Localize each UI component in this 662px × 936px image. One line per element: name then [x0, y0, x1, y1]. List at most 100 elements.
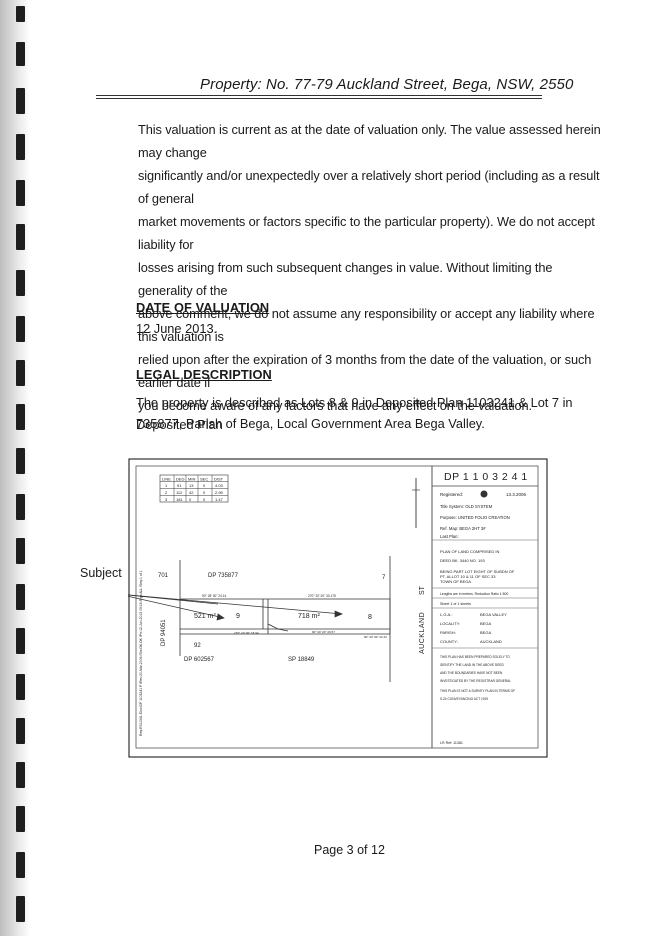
- bearing-cell: 0: [203, 497, 206, 502]
- bearing-cell: 3: [165, 497, 168, 502]
- bearing-header: MIN: [188, 477, 195, 482]
- sheet-count: Sheet 1 of 1 sheets: [440, 602, 471, 606]
- dp-94051-label: DP 94051: [161, 619, 167, 646]
- bearing-label: 270° 20' 20" 30.175: [308, 594, 336, 598]
- punch-hole: [16, 718, 25, 744]
- plan-margin-text: Req:R311341 /Doc:DP 1103241 P /Rev:20-Ma…: [139, 570, 143, 736]
- punch-hole: [16, 852, 25, 878]
- valuation-disclaimer: This valuation is current as at the date…: [138, 118, 606, 417]
- bearing-header: DEG: [176, 477, 185, 482]
- disclaimer-line: market movements or factors specific to …: [138, 214, 595, 252]
- punch-hole: [16, 316, 25, 342]
- bearing-cell: 2: [165, 490, 168, 495]
- bearing-cell: 13: [189, 483, 194, 488]
- date-of-valuation-heading: DATE OF VALUATION: [136, 300, 270, 315]
- punch-hole: [16, 180, 25, 206]
- punch-hole: [16, 270, 25, 296]
- header-rule: [96, 95, 542, 96]
- punch-hole: [16, 134, 25, 160]
- lga-label: L.G.A.:: [440, 612, 452, 617]
- plan-note-line: THIS PLAN IS NOT A SURVEY PLAN IN TERMS …: [440, 689, 515, 693]
- plan-note-line: S.24 CONVEYANCING ACT 1919: [440, 697, 488, 701]
- disclaimer-line: This valuation is current as at the date…: [138, 122, 601, 160]
- county-value: AUCKLAND: [480, 639, 502, 644]
- lot-701: 701: [158, 573, 169, 579]
- disclaimer-line: losses arising from such subsequent chan…: [138, 260, 553, 298]
- title-system: Title System: OLD SYSTEM: [440, 504, 493, 509]
- bearing-cell: 0: [203, 483, 206, 488]
- town: TOWN OF BEGA: [440, 579, 471, 584]
- bearing-cell: 181: [176, 497, 183, 502]
- disclaimer-line: you become aware of any factors that hav…: [138, 398, 532, 413]
- punch-hole: [16, 224, 25, 250]
- sp-18849-label: SP 18849: [288, 657, 315, 663]
- auckland-street-label: AUCKLAND: [419, 612, 426, 654]
- lot-9-area: 521 m²: [194, 613, 216, 620]
- ref-map: Ref. Map: BEGA 2HT 3#: [440, 526, 486, 531]
- header-rule: [96, 98, 542, 99]
- punch-hole: [16, 448, 25, 474]
- dp-number: DP 1 1 0 3 2 4 1: [444, 471, 528, 483]
- street-label: ST: [419, 585, 426, 595]
- binding-edge: [0, 0, 30, 936]
- parish-label: PARISH:: [440, 630, 456, 635]
- legal-description-heading: LEGAL DESCRIPTION: [136, 367, 272, 382]
- bearing-header: SEC: [200, 477, 208, 482]
- lot-7: 7: [382, 575, 386, 581]
- bearing-cell: 91: [177, 483, 182, 488]
- lot-8-area: 718 m²: [298, 613, 320, 620]
- lengths-note: Lengths are in metres. Reduction Ratio 1…: [440, 592, 508, 596]
- locality-value: BEGA: [480, 621, 491, 626]
- registered-date: 13.3.2006: [506, 492, 527, 497]
- lot-8: 8: [368, 614, 372, 621]
- bearing-cell: 0: [203, 490, 206, 495]
- bearing-cell: 1.47: [215, 497, 224, 502]
- bearing-cell: 2.95: [215, 490, 224, 495]
- punch-hole: [16, 494, 25, 520]
- lot-9: 9: [236, 613, 240, 620]
- punch-hole: [16, 404, 25, 430]
- deed-reference: DEED BK. 3440 NO. 193: [440, 558, 485, 563]
- subject-label: Subject: [80, 566, 122, 580]
- disclaimer-line: above comment, we do not assume any resp…: [138, 306, 595, 344]
- bearing-header: DIST: [214, 477, 224, 482]
- punch-hole: [16, 674, 25, 700]
- plan-note-line: THIS PLAN HAS BEEN PREPARED SOLELY TO: [440, 655, 510, 659]
- being-part: BEING PART LOT EIGHT OF SUBDN OF: [440, 569, 515, 574]
- bearing-cell: 112: [176, 490, 183, 495]
- purpose: Purpose: UNITED FOLIO CREATION: [440, 515, 510, 520]
- punch-hole: [16, 806, 25, 832]
- punch-hole: [16, 628, 25, 654]
- punch-hole: [16, 360, 25, 386]
- dp-735877-label: DP 735877: [208, 573, 239, 579]
- dp-602567-label: DP 602567: [184, 657, 215, 663]
- punch-hole: [16, 6, 25, 22]
- lot-boundaries: [179, 556, 391, 682]
- bearing-label: 90° 20' 20" 20.57: [312, 630, 335, 634]
- page-number: Page 3 of 12: [314, 843, 385, 857]
- date-of-valuation-value: 12 June 2013.: [136, 321, 218, 336]
- bearing-table: LINE DEG MIN SEC DIST 1 91 13 0 4.03 2 1…: [159, 474, 229, 503]
- subject-arrows: [128, 594, 343, 621]
- punch-hole: [16, 88, 25, 114]
- bearing-cell: 42: [189, 490, 194, 495]
- disclaimer-line: relied upon after the expiration of 3 mo…: [138, 352, 592, 390]
- plan-of-land: PLAN OF LAND COMPRISED IN: [440, 549, 499, 554]
- punch-hole: [16, 762, 25, 788]
- disclaimer-line: significantly and/or unexpectedly over a…: [138, 168, 600, 206]
- legal-description-line: 735877, Parish of Bega, Local Government…: [136, 416, 485, 431]
- locality-label: LOCALITY:: [440, 621, 460, 626]
- punch-hole: [16, 538, 25, 564]
- lr-reference: LR Ref: 11381: [440, 741, 463, 745]
- legal-description-line: The property is described as Lots 8 & 9 …: [136, 395, 573, 432]
- punch-hole: [16, 584, 25, 610]
- bearing-label: 270° 20' 00" 18.94: [234, 631, 259, 635]
- registration-seal: [480, 490, 488, 498]
- bearing-label: 90° 20' 00" 22.42: [364, 635, 387, 639]
- bearing-cell: 4.03: [215, 483, 224, 488]
- punch-hole: [16, 42, 25, 66]
- registered-label: Registered:: [440, 492, 463, 497]
- punch-hole: [16, 896, 25, 922]
- deposited-plan-diagram: DP 1 1 0 3 2 4 1 Registered: 13.3.2006 T…: [128, 458, 548, 758]
- bearing-cell: 1: [165, 483, 168, 488]
